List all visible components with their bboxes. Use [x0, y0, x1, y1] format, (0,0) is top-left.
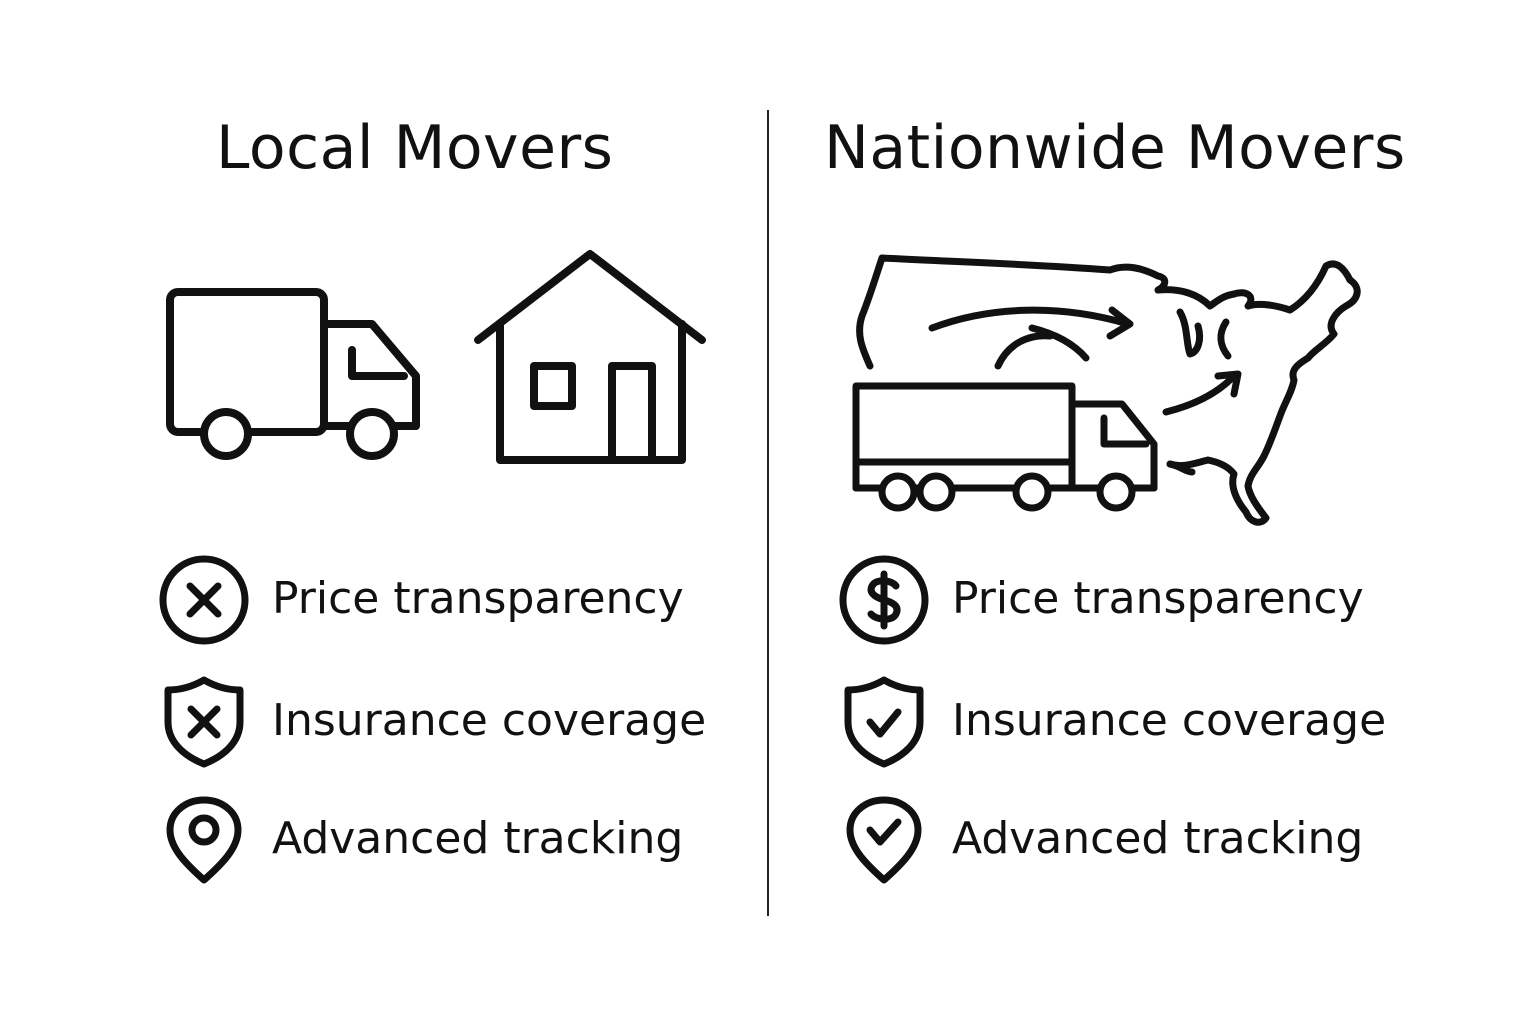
local-illustration-svg: [166, 250, 706, 464]
shield-x-icon: [156, 672, 252, 768]
nationwide-feature-price-label: Price transparency: [952, 572, 1364, 624]
local-feature-tracking: Advanced tracking: [156, 788, 683, 888]
nationwide-feature-insurance-label: Insurance coverage: [952, 694, 1387, 746]
location-pin-check-icon: [836, 790, 932, 886]
semi-truck-icon: [852, 382, 1158, 512]
nationwide-movers-panel: Nationwide Movers: [770, 0, 1536, 1024]
panel-divider: [767, 110, 769, 916]
local-movers-title: Local Movers: [216, 113, 614, 183]
dollar-circle-icon: [836, 550, 932, 646]
box-truck-icon: [166, 288, 420, 460]
nationwide-feature-price: Price transparency: [836, 548, 1364, 648]
local-feature-price: Price transparency: [156, 548, 684, 648]
location-pin-icon: [156, 790, 252, 886]
shield-check-icon: [836, 672, 932, 768]
nationwide-feature-insurance: Insurance coverage: [836, 670, 1386, 770]
house-icon: [474, 250, 706, 464]
nationwide-feature-tracking: Advanced tracking: [836, 788, 1363, 888]
x-circle-icon: [156, 550, 252, 646]
route-arrows-icon: [928, 306, 1242, 416]
local-feature-price-label: Price transparency: [272, 572, 684, 624]
nationwide-illustration: [770, 240, 1536, 544]
us-map-icon: [856, 254, 1361, 526]
nationwide-feature-tracking-label: Advanced tracking: [952, 812, 1364, 864]
local-illustration: [0, 240, 768, 484]
nationwide-movers-title: Nationwide Movers: [824, 113, 1406, 183]
local-movers-panel: Local Movers: [0, 113, 768, 888]
local-feature-tracking-label: Advanced tracking: [272, 812, 684, 864]
local-feature-insurance-label: Insurance coverage: [272, 694, 707, 746]
local-feature-insurance: Insurance coverage: [156, 670, 706, 770]
nationwide-illustration-svg: [852, 254, 1361, 526]
